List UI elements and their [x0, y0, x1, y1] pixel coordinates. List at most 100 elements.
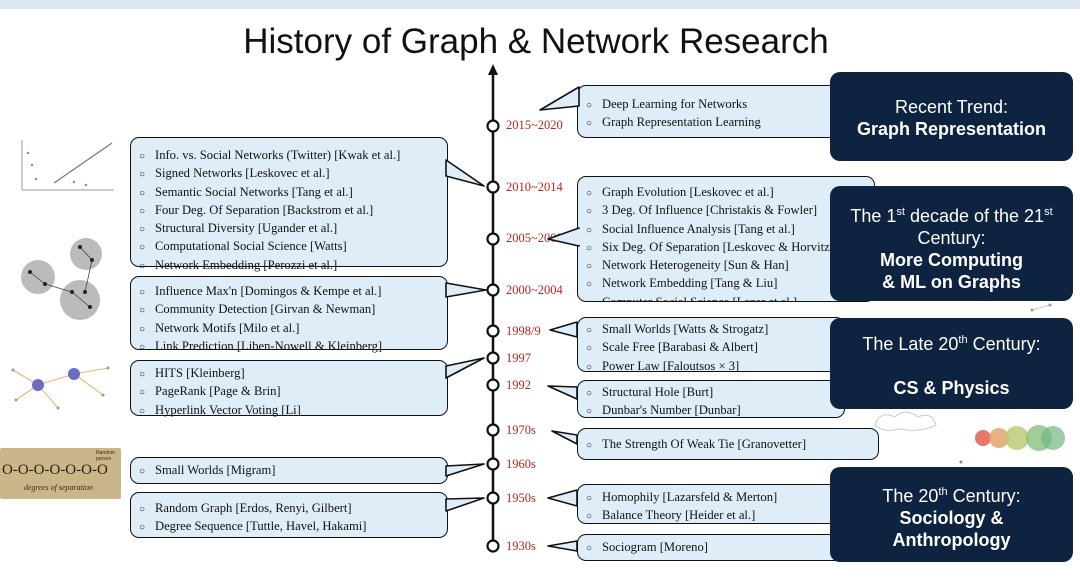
list-item: Computational Social Science [Watts] — [139, 238, 447, 256]
box-2010: Info. vs. Social Networks (Twitter) [Kwa… — [130, 137, 448, 272]
era-21st-century: The 1st decade of the 21st Century: More… — [830, 186, 1073, 301]
timeline-node-1960 — [486, 457, 500, 471]
thumbnail-hits-graph — [11, 366, 110, 410]
list-item: Community Detection [Girvan & Newman] — [139, 301, 447, 319]
year-label-2005: 2005~2009 — [506, 231, 563, 245]
list-item: Network Embedding [Tang & Liu] — [586, 275, 874, 293]
thumbnail-partial-graph — [1030, 303, 1052, 312]
year-label-1930: 1930s — [506, 539, 536, 553]
box-2005: Graph Evolution [Leskovec et al.] 3 Deg.… — [577, 176, 875, 302]
era-20-line3: Anthropology — [892, 530, 1011, 550]
year-label-1950: 1950s — [506, 491, 536, 505]
tail-2005 — [547, 227, 580, 247]
year-label-1970: 1970s — [506, 423, 536, 437]
box-1930: Sociogram [Moreno] — [577, 534, 845, 561]
era-20th-century: The 20th Century: Sociology & Anthropolo… — [830, 467, 1073, 562]
box-1970: The Strength Of Weak Tie [Granovetter] — [577, 428, 879, 460]
era-20-line1: The 20th Century: — [882, 486, 1021, 506]
year-label-2000: 2000~2004 — [506, 283, 563, 297]
small-world-corner-label: Random person — [96, 450, 115, 462]
timeline-node-1998 — [486, 324, 500, 338]
year-label-1998: 1998/9 — [506, 324, 541, 338]
list-item: Network Motifs [Milo et al.] — [139, 320, 447, 338]
timeline-node-2015 — [486, 119, 500, 133]
tail-1970 — [551, 430, 578, 445]
tail-1950l — [445, 497, 485, 512]
timeline-node-1992 — [486, 378, 500, 392]
list-item: Semantic Social Networks [Tang et al.] — [139, 184, 447, 202]
list-item: Graph Evolution [Leskovec et al.] — [586, 184, 874, 202]
box-1950-right: Homophily [Lazarsfeld & Merton] Balance … — [577, 484, 845, 524]
top-band — [0, 0, 1080, 9]
thumbnail-colored-blobs — [959, 425, 1065, 464]
box-2000: Influence Max'n [Domingos & Kempe et al.… — [130, 276, 448, 353]
list-item: Deep Learning for Networks — [586, 96, 838, 114]
small-world-chain: O-O-O-O-O-O-O — [2, 462, 108, 478]
thumbnail-scatter-plot — [21, 140, 114, 191]
tail-2010 — [445, 159, 485, 187]
box-1950-left: Random Graph [Erdos, Renyi, Gilbert] Deg… — [130, 492, 448, 538]
list-item: HITS [Kleinberg] — [139, 365, 447, 383]
list-item: Network Embedding [Perozzi et al.] — [139, 257, 447, 275]
year-label-2010: 2010~2014 — [506, 180, 563, 194]
thumbnail-small-world-photo: O-O-O-O-O-O-O degrees of separation Rand… — [0, 448, 121, 499]
list-item: Small Worlds [Migram] — [139, 462, 447, 480]
era-21-line1: The 1st decade of the 21st — [850, 206, 1053, 226]
era-late-20th-century: The Late 20th Century: CS & Physics — [830, 318, 1073, 409]
timeline-node-1930 — [486, 539, 500, 553]
list-item: Influence Max'n [Domingos & Kempe et al.… — [139, 283, 447, 301]
list-item: Info. vs. Social Networks (Twitter) [Kwa… — [139, 147, 447, 165]
tail-1992 — [547, 385, 578, 400]
tail-2000 — [445, 282, 487, 298]
list-item: Random Graph [Erdos, Renyi, Gilbert] — [139, 500, 447, 518]
era-recent-line2: Graph Representation — [856, 119, 1047, 139]
year-label-2015: 2015~2020 — [506, 118, 563, 132]
list-item: The Strength Of Weak Tie [Granovetter] — [586, 436, 878, 454]
small-world-caption: degrees of separation — [24, 483, 94, 492]
timeline-node-2010 — [486, 180, 500, 194]
year-label-1997: 1997 — [506, 351, 531, 365]
list-item: Small Worlds [Watts & Strogatz] — [586, 321, 844, 339]
era-recent-line1: Recent Trend: — [894, 97, 1009, 117]
tail-1997 — [445, 357, 485, 379]
box-1960: Small Worlds [Migram] — [130, 457, 448, 484]
tail-1960 — [445, 463, 485, 477]
list-item: PageRank [Page & Brin] — [139, 383, 447, 401]
era-late20-line1: The Late 20th Century: — [862, 334, 1041, 354]
timeline-node-1950 — [486, 491, 500, 505]
list-item: Social Influence Analysis [Tang et al.] — [586, 221, 874, 239]
box-1997: HITS [Kleinberg] PageRank [Page & Brin] … — [130, 360, 448, 417]
year-label-1992: 1992 — [506, 378, 531, 392]
box-1998: Small Worlds [Watts & Strogatz] Scale Fr… — [577, 317, 845, 373]
page-title: History of Graph & Network Research — [243, 22, 829, 61]
list-item: Network Heterogeneity [Sun & Han] — [586, 257, 874, 275]
list-item: Structural Diversity [Ugander et al.] — [139, 220, 447, 238]
list-item: Scale Free [Barabasi & Albert] — [586, 339, 844, 357]
list-item: Power Law [Faloutsos × 3] — [586, 358, 844, 376]
tail-1950r — [547, 489, 578, 507]
era-recent-trend: Recent Trend: Graph Representation — [830, 72, 1073, 161]
list-item: Graph Representation Learning — [586, 114, 838, 132]
era-21-line4: & ML on Graphs — [882, 272, 1021, 292]
era-21-line3: More Computing — [880, 250, 1023, 270]
tail-1930 — [547, 540, 578, 552]
list-item: Homophily [Lazarsfeld & Merton] — [586, 489, 844, 507]
list-item: Link Prediction [Liben-Nowell & Kleinber… — [139, 338, 447, 356]
list-item: Six Deg. Of Separation [Leskovec & Horvi… — [586, 239, 874, 257]
list-item: Structural Hole [Burt] — [586, 384, 844, 402]
era-late20-line2: CS & Physics — [893, 378, 1010, 398]
list-item: Balance Theory [Heider et al.] — [586, 507, 844, 525]
era-21-line2: Century: — [917, 228, 986, 248]
timeline-node-1997 — [486, 351, 500, 365]
list-item: Degree Sequence [Tuttle, Havel, Hakami] — [139, 518, 447, 536]
list-item: Four Deg. Of Separation [Backstrom et al… — [139, 202, 447, 220]
timeline-node-2005 — [486, 232, 500, 246]
box-2015: Deep Learning for Networks Graph Represe… — [577, 85, 839, 138]
year-label-1960: 1960s — [506, 457, 536, 471]
list-item: Signed Networks [Leskovec et al.] — [139, 165, 447, 183]
list-item: Dunbar's Number [Dunbar] — [586, 402, 844, 420]
thumbnail-community-graph — [21, 238, 102, 320]
